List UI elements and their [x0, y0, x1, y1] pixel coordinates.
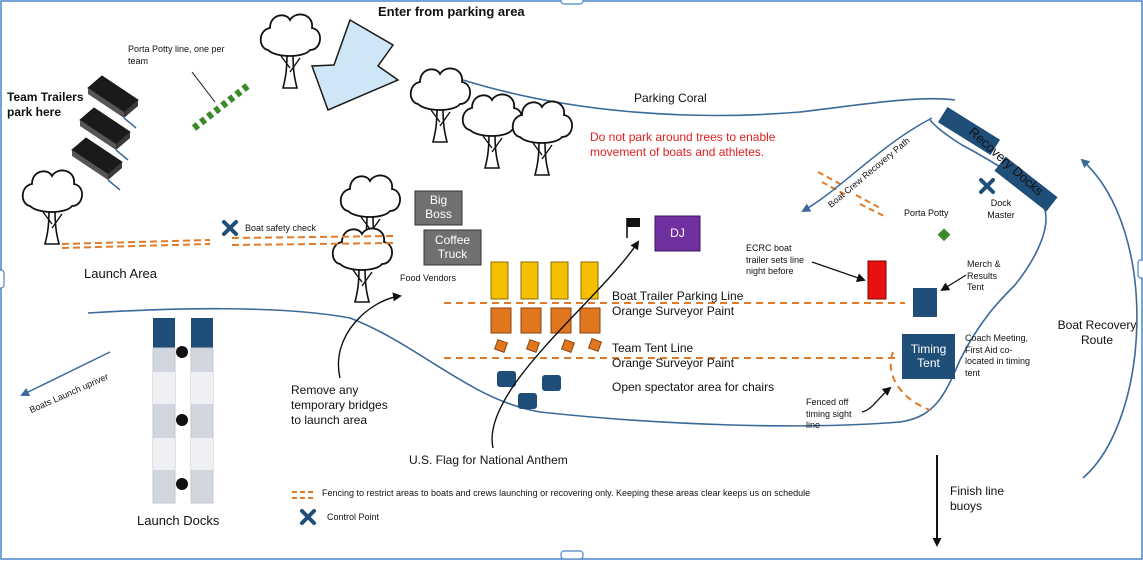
frame-handle-bottom — [560, 550, 584, 560]
coffee-truck-box — [423, 229, 482, 266]
team-tent-line-label: Team Tent Line — [612, 341, 694, 355]
parking-coral-line — [462, 79, 956, 117]
dock-master-label: Dock Master — [987, 198, 1015, 220]
tree-icon — [409, 67, 471, 143]
legend-control-point-icon — [300, 509, 316, 525]
us-flag-label: U.S. Flag for National Anthem — [409, 453, 568, 467]
tree-icon — [511, 100, 573, 176]
team-tent-small — [587, 337, 603, 353]
orange-paint-label-1: Orange Surveyor Paint — [612, 304, 735, 318]
fence-line — [61, 239, 211, 245]
merch-tent-box — [913, 288, 937, 317]
spectator-spot — [542, 375, 561, 391]
ecrc-trailer-box — [867, 260, 887, 300]
timing-tent-text: Timing Tent — [910, 342, 947, 370]
legend-control-point-label: Control Point — [327, 512, 380, 522]
spectator-spot — [497, 371, 516, 387]
bridges-pointer-arrow — [337, 292, 402, 379]
flag-icon — [626, 218, 640, 238]
boats-launch-arrow — [20, 351, 111, 396]
porta-potty-pointer — [191, 71, 216, 103]
tree-icon — [21, 169, 83, 245]
boat-recovery-route-label: Boat Recovery Route — [1057, 318, 1137, 347]
boat-recovery-route-arrow — [1080, 158, 1138, 479]
timing-tent-box — [902, 334, 955, 379]
tree-icon — [259, 13, 321, 89]
control-point-icon — [979, 178, 995, 194]
team-tent — [550, 307, 572, 334]
porta-potty-line — [191, 81, 253, 131]
porta-potty-label: Porta Potty — [904, 208, 949, 218]
ecrc-pointer — [811, 261, 866, 282]
finish-line-label: Finish line buoys — [950, 484, 1005, 513]
timing-fence-arc — [889, 351, 931, 411]
flag-pointer-arrow — [491, 240, 640, 449]
team-tent-small — [525, 338, 541, 354]
fence-line — [231, 235, 396, 239]
porta-potty-marker — [937, 228, 951, 242]
control-point-icon — [222, 220, 238, 236]
launch-docks — [152, 318, 214, 504]
team-trailers-label: Team Trailers park here — [7, 90, 84, 119]
ecrc-trailer-label: ECRC boat trailer sets line night before — [746, 243, 805, 277]
no-park-notice: Do not park around trees to enable movem… — [590, 130, 776, 159]
frame-handle-right — [1137, 259, 1143, 279]
team-tent-small — [560, 338, 576, 354]
launch-docks-label: Launch Docks — [137, 513, 220, 528]
recovery-path-fence — [817, 171, 843, 186]
tree-icon — [331, 227, 393, 303]
boat-safety-check-label: Boat safety check — [245, 223, 317, 233]
recovery-path-fence — [855, 194, 881, 209]
porta-potty-line-label: Porta Potty line, one per team — [128, 44, 225, 66]
frame-handle-top — [560, 0, 584, 5]
spectator-area-label: Open spectator area for chairs — [612, 380, 775, 394]
big-boss-text: Big Boss — [425, 193, 452, 221]
coffee-truck-text: Coffee Truck — [434, 233, 471, 261]
entry-label: Enter from parking area — [378, 4, 525, 19]
entry-arrow-icon — [310, 18, 400, 112]
team-tent — [490, 307, 512, 334]
team-tent — [579, 307, 601, 334]
merch-tent-label: Merch & Results Tent — [967, 259, 1001, 293]
merch-pointer — [940, 274, 967, 292]
fence-line — [61, 243, 211, 249]
trailer-slot — [550, 261, 569, 300]
recovery-path-fence — [859, 203, 885, 217]
recovery-dock — [937, 106, 1001, 156]
team-tent-small — [493, 338, 509, 354]
recovery-dock — [994, 156, 1058, 212]
food-vendors-label: Food Vendors — [400, 273, 457, 283]
legend-fencing-label: Fencing to restrict areas to boats and c… — [322, 488, 811, 498]
trailer-slot — [520, 261, 539, 300]
fenced-timing-label: Fenced off timing sight line — [806, 397, 852, 431]
trailer-slot — [490, 261, 509, 300]
team-tent — [520, 307, 542, 334]
remove-bridges-label: Remove any temporary bridges to launch a… — [291, 383, 388, 427]
coach-meeting-label: Coach Meeting, First Aid co-located in t… — [965, 333, 1031, 379]
spectator-spot — [518, 393, 537, 409]
launch-area-label: Launch Area — [84, 266, 158, 281]
timing-pointer-arrow — [861, 386, 892, 413]
fence-line — [231, 242, 396, 246]
parking-coral-label: Parking Coral — [634, 91, 707, 105]
orange-paint-label-2: Orange Surveyor Paint — [612, 356, 735, 370]
dj-text: DJ — [670, 226, 685, 240]
recovery-path-arrow — [801, 117, 933, 212]
frame-handle-left — [0, 269, 5, 289]
boat-trailer-line-label: Boat Trailer Parking Line — [612, 289, 744, 303]
dj-box — [654, 215, 701, 252]
big-boss-box — [414, 190, 463, 226]
